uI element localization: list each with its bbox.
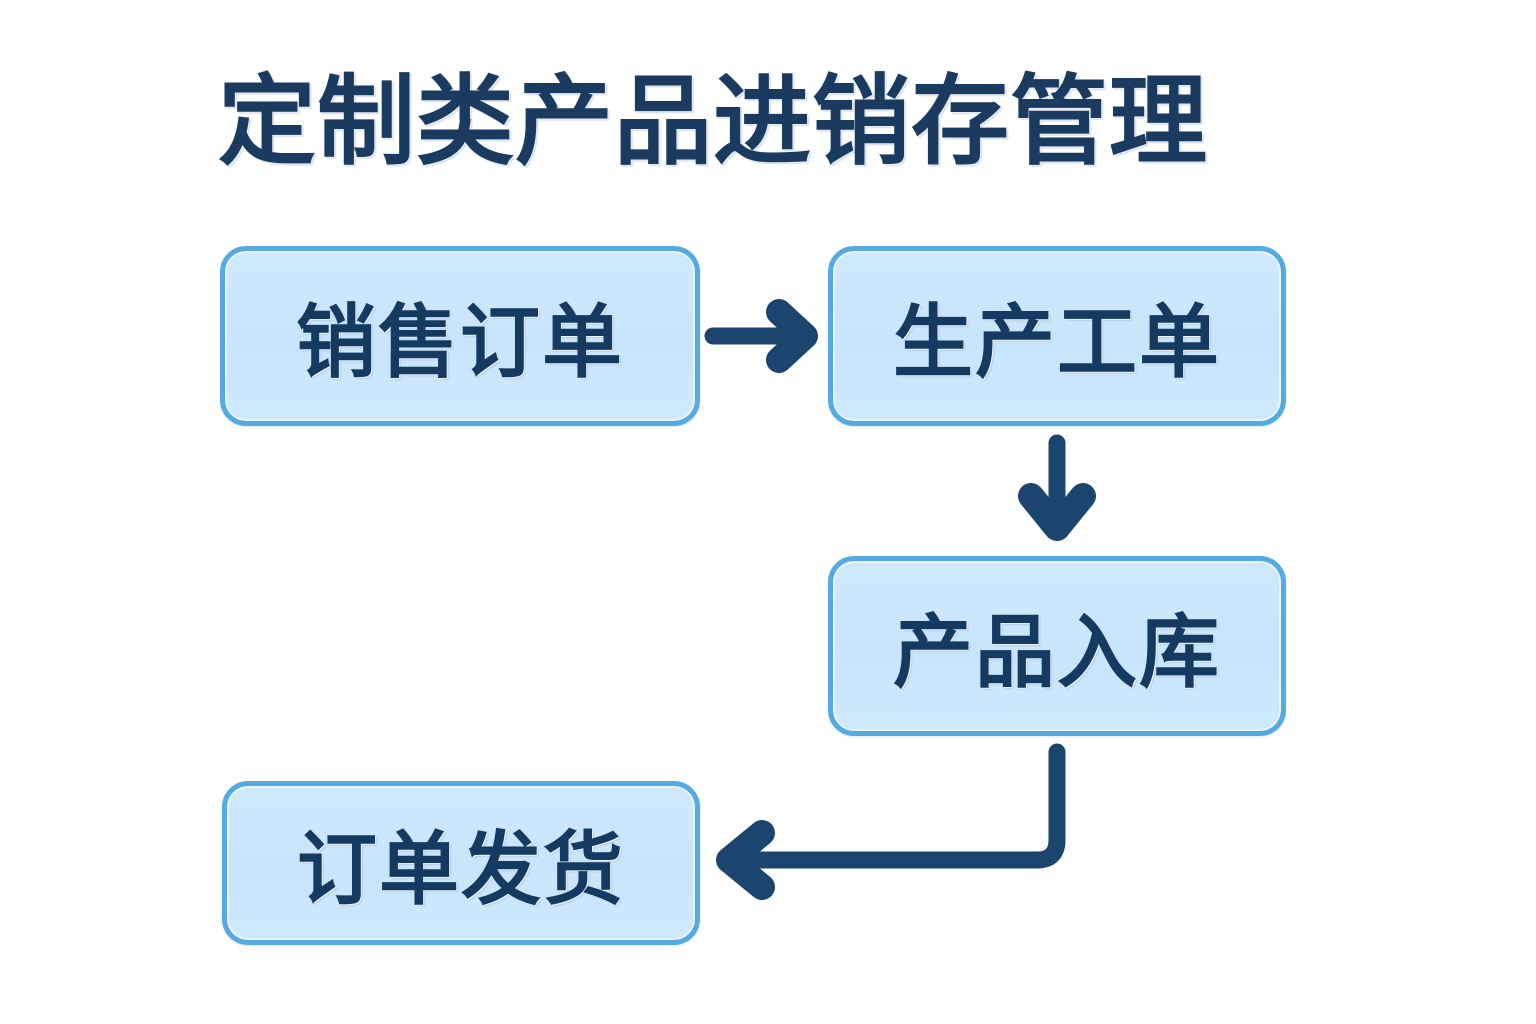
node-sales-order-label: 销售订单 — [296, 296, 624, 389]
node-order-shipment[interactable]: 订单发货 — [222, 781, 700, 945]
node-sales-order[interactable]: 销售订单 — [220, 246, 700, 426]
node-production-work-order[interactable]: 生产工单 — [828, 246, 1286, 426]
page-title: 定制类产品进销存管理 — [218, 65, 1209, 179]
node-product-inbound-label: 产品入库 — [893, 606, 1221, 699]
edge-sales-to-work — [704, 299, 818, 373]
node-order-shipment-label: 订单发货 — [297, 823, 625, 916]
edge-inbound-to-ship — [716, 743, 1066, 900]
node-product-inbound[interactable]: 产品入库 — [828, 556, 1286, 736]
node-production-work-order-label: 生产工单 — [893, 296, 1221, 389]
edge-work-to-inbound — [1018, 434, 1096, 541]
